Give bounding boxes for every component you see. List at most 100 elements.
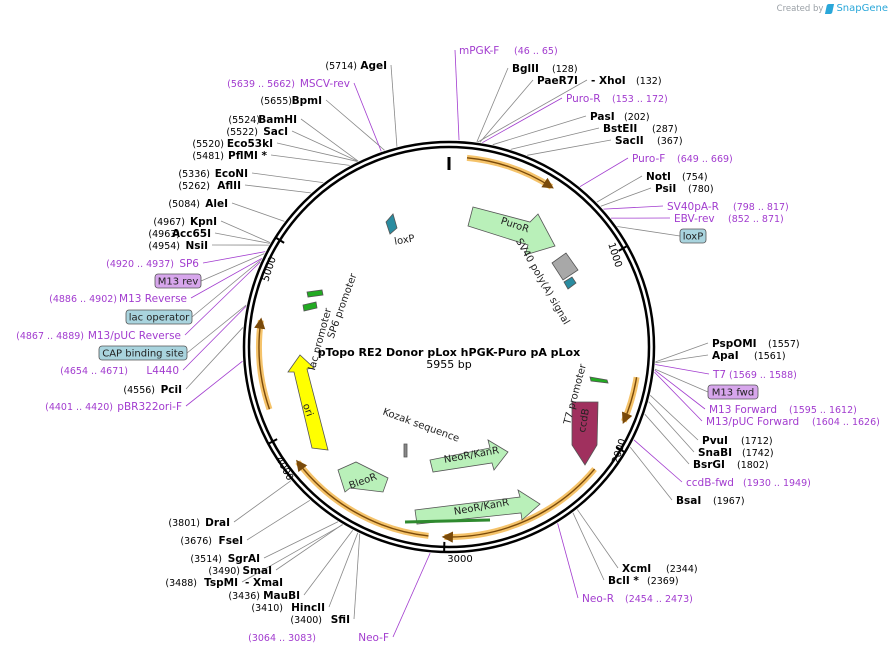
site-32-pos: (3490) xyxy=(208,566,240,577)
site-21-pos: (1557) xyxy=(768,339,800,350)
site-27-pos: (2344) xyxy=(666,564,698,575)
site-15-name: - XhoI xyxy=(591,75,626,87)
site-22-pos: (1561) xyxy=(754,351,786,362)
site-8-name: AleI xyxy=(205,198,228,210)
plasmid-name: pTopo RE2 Donor pLox hPGK-Puro pA pLox xyxy=(318,346,580,359)
site-11-name: NsiI xyxy=(185,240,208,252)
site-6-pos: (5336) xyxy=(178,169,210,180)
site-2-pos: (5524) xyxy=(228,115,260,126)
box-line-1 xyxy=(200,253,265,282)
site-29-name: DraI xyxy=(205,517,230,529)
sp6-promoter-box xyxy=(306,289,324,298)
boxed-0-label: loxP xyxy=(683,232,704,243)
site-37-name: SfiI xyxy=(331,614,350,626)
site-12-name: PciI xyxy=(161,384,182,396)
site-line-14 xyxy=(479,79,534,143)
site-23-name: PvuI xyxy=(702,435,728,447)
site-line-20 xyxy=(600,187,652,207)
site-line-16 xyxy=(492,115,587,146)
site-1-pos: (5655) xyxy=(260,96,292,107)
site-26-pos: (1967) xyxy=(713,496,745,507)
orf-arc-4 xyxy=(256,319,273,411)
primer-1-name: MSCV-rev xyxy=(300,78,350,90)
primer-line-11 xyxy=(655,364,710,375)
site-line-30 xyxy=(246,499,311,541)
kozak-box xyxy=(403,443,408,458)
loxp-right-box xyxy=(563,276,577,290)
site-37-pos: (3400) xyxy=(290,615,322,626)
site-35-pos: (3436) xyxy=(228,591,260,602)
site-19-pos: (754) xyxy=(682,172,708,183)
boxed-2-bg xyxy=(125,309,193,325)
orf-arrow-0 xyxy=(466,157,554,189)
primer-line-4 xyxy=(603,205,664,210)
site-line-10 xyxy=(214,232,270,244)
primer-line-2 xyxy=(482,97,563,144)
boxed-4-label: M13 fwd xyxy=(712,388,754,399)
site-25-name: BsrGI xyxy=(693,459,725,471)
site-line-1 xyxy=(325,99,385,151)
site-line-29 xyxy=(233,480,292,523)
site-9-pos: (4967) xyxy=(153,217,185,228)
primer-14-name: ccdB-fwd xyxy=(686,477,734,489)
boxed-4-bg xyxy=(707,384,759,400)
tick-2000 xyxy=(615,446,627,454)
box-line-0 xyxy=(617,226,681,237)
site-34-name: - XmaI xyxy=(245,577,283,589)
site-21-name: PspOMI xyxy=(712,338,757,350)
site-5-pos: (5481) xyxy=(192,151,224,162)
site-1-name: BpmI xyxy=(292,95,322,107)
orf-arrow-3 xyxy=(296,459,429,537)
site-line-17 xyxy=(510,127,600,150)
site-2-name: BamHI xyxy=(258,114,297,126)
site-0-pos: (5714) xyxy=(325,61,357,72)
site-line-37 xyxy=(353,533,361,620)
site-16-name: PasI xyxy=(590,111,615,123)
primer-9-pos: (4654 .. 4671) xyxy=(60,366,128,377)
tick-label-3000: 3000 xyxy=(447,554,472,565)
credit-brand: SnapGene xyxy=(836,3,888,14)
backbone-inner xyxy=(247,145,651,549)
primer-line-6 xyxy=(202,251,266,264)
backbone-outer xyxy=(242,140,656,554)
site-14-name: PaeR7I xyxy=(537,75,578,87)
site-16-pos: (202) xyxy=(624,112,650,123)
boxed-3-label: CAP binding site xyxy=(102,349,184,360)
primer-7-name: M13 Reverse xyxy=(119,293,187,305)
primer-4-pos: (798 .. 817) xyxy=(733,202,789,213)
site-5-name: PflMI * xyxy=(228,150,267,162)
site-25-pos: (1802) xyxy=(737,460,769,471)
site-30-pos: (3676) xyxy=(180,536,212,547)
site-leader-lines xyxy=(182,49,710,638)
boxed-1-bg xyxy=(154,273,202,289)
primer-line-3 xyxy=(579,157,629,188)
site-23-pos: (1712) xyxy=(741,436,773,447)
feature-arcs xyxy=(254,154,640,543)
tick-1000 xyxy=(618,244,629,252)
snapgene-credit: Created by SnapGene xyxy=(777,3,888,14)
primer-line-7 xyxy=(190,257,263,299)
site-31-pos: (3514) xyxy=(190,554,222,565)
site-line-36 xyxy=(328,532,359,608)
primer-line-10 xyxy=(185,360,243,407)
primer-11-name: T7 xyxy=(712,369,726,381)
primer-3-name: Puro-F xyxy=(632,153,665,165)
labels: AgeI(5714)BpmI(5655)BamHI(5524)SacI(5522… xyxy=(16,45,880,644)
site-line-35 xyxy=(303,530,354,596)
puror-arrow xyxy=(467,206,556,256)
site-13-pos: (128) xyxy=(552,64,578,75)
site-20-name: PsiI xyxy=(655,183,676,195)
neor-upper-arrow xyxy=(429,439,509,473)
lac-promoter-box xyxy=(302,301,318,312)
sp6-label: SP6 promoter xyxy=(326,271,360,340)
site-17-pos: (287) xyxy=(652,124,678,135)
primer-5-pos: (852 .. 871) xyxy=(728,214,784,225)
primer-6-name: SP6 xyxy=(179,258,199,270)
primer-12-pos: (1595 .. 1612) xyxy=(789,405,857,416)
site-line-21 xyxy=(655,342,709,363)
primer-8-name: M13/pUC Reverse xyxy=(88,330,181,342)
primer-13-pos: (1604 .. 1626) xyxy=(812,417,880,428)
sv40-polya-box xyxy=(551,252,579,281)
plasmid-size: 5955 bp xyxy=(426,358,471,371)
